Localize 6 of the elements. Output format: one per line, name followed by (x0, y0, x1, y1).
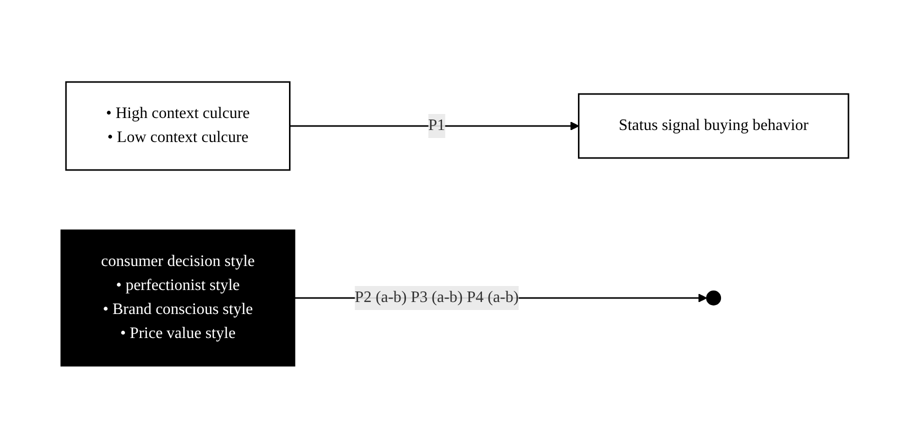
node-box: consumer decision style • perfectionist style • Brand conscious style • Price value style (60, 230, 296, 366)
arrow (290, 122, 579, 130)
edge-label: P2 (a-b) P3 (a-b) P4 (a-b) (354, 289, 518, 306)
node-box: Status signal buying behavior (578, 93, 849, 159)
node-box: • High context culcure • Low context culcure (65, 81, 290, 171)
edge-label: P1 (428, 117, 445, 134)
